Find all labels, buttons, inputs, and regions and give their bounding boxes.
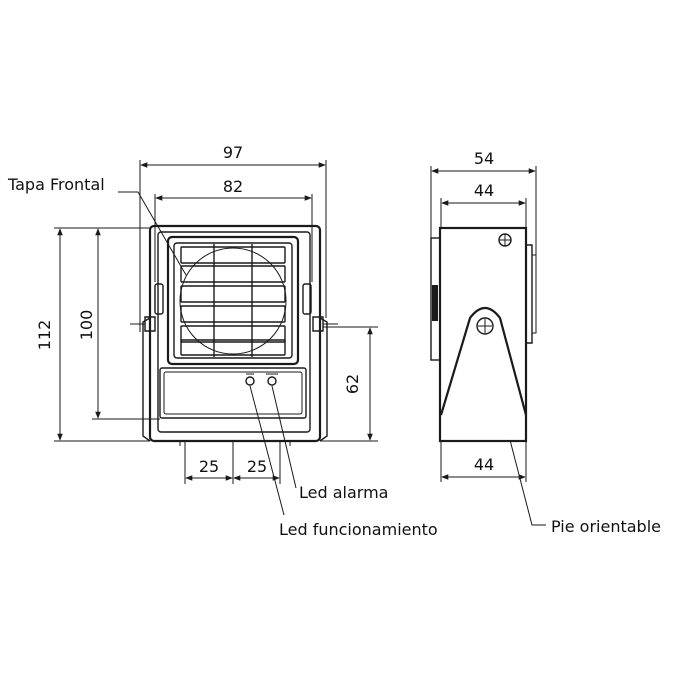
dim-overall-width: 97 xyxy=(139,143,327,332)
dim-44-top-label: 44 xyxy=(474,181,494,200)
dim-pivot-height: 62 xyxy=(320,326,378,442)
side-front-cover-black xyxy=(432,285,438,321)
dim-25-right-label: 25 xyxy=(247,457,267,476)
side-body xyxy=(438,226,528,443)
dim-led-spacing: 25 25 xyxy=(184,441,281,484)
side-view xyxy=(430,226,537,443)
foot-leader xyxy=(509,439,546,526)
dim-body-height: 100 xyxy=(77,227,160,420)
left-knob xyxy=(154,283,164,315)
dim-side-body-depth: 44 xyxy=(440,181,527,228)
right-knob xyxy=(302,283,312,315)
front-housing xyxy=(148,224,322,443)
control-panel xyxy=(159,367,307,419)
alarm-led-symbol xyxy=(267,376,277,386)
dim-54-label: 54 xyxy=(474,149,494,168)
label-alarm-led: Led alarma xyxy=(299,483,388,502)
label-operation-led: Led funcionamiento xyxy=(279,520,438,539)
dim-100-label: 100 xyxy=(77,310,96,341)
label-front-cover: Tapa Frontal xyxy=(7,175,105,194)
dim-25-left-label: 25 xyxy=(199,457,219,476)
dim-side-depth: 54 xyxy=(430,149,537,255)
dim-foot-depth: 44 xyxy=(440,441,527,482)
dim-112-label: 112 xyxy=(35,320,54,351)
dim-62-label: 62 xyxy=(343,374,362,394)
front-panel xyxy=(157,231,311,433)
dim-grille-width: 82 xyxy=(154,177,313,282)
front-view xyxy=(130,224,338,446)
dim-82-label: 82 xyxy=(223,177,243,196)
side-pivot-screw xyxy=(476,317,494,335)
dim-97-label: 97 xyxy=(223,143,243,162)
front-leaders xyxy=(118,191,297,516)
operation-led-symbol xyxy=(245,376,255,386)
label-adjustable-foot: Pie orientable xyxy=(551,517,661,536)
fan-circle xyxy=(179,247,287,355)
dim-44-bottom-label: 44 xyxy=(474,455,494,474)
grille-frame xyxy=(166,235,300,366)
side-foot xyxy=(439,306,528,416)
